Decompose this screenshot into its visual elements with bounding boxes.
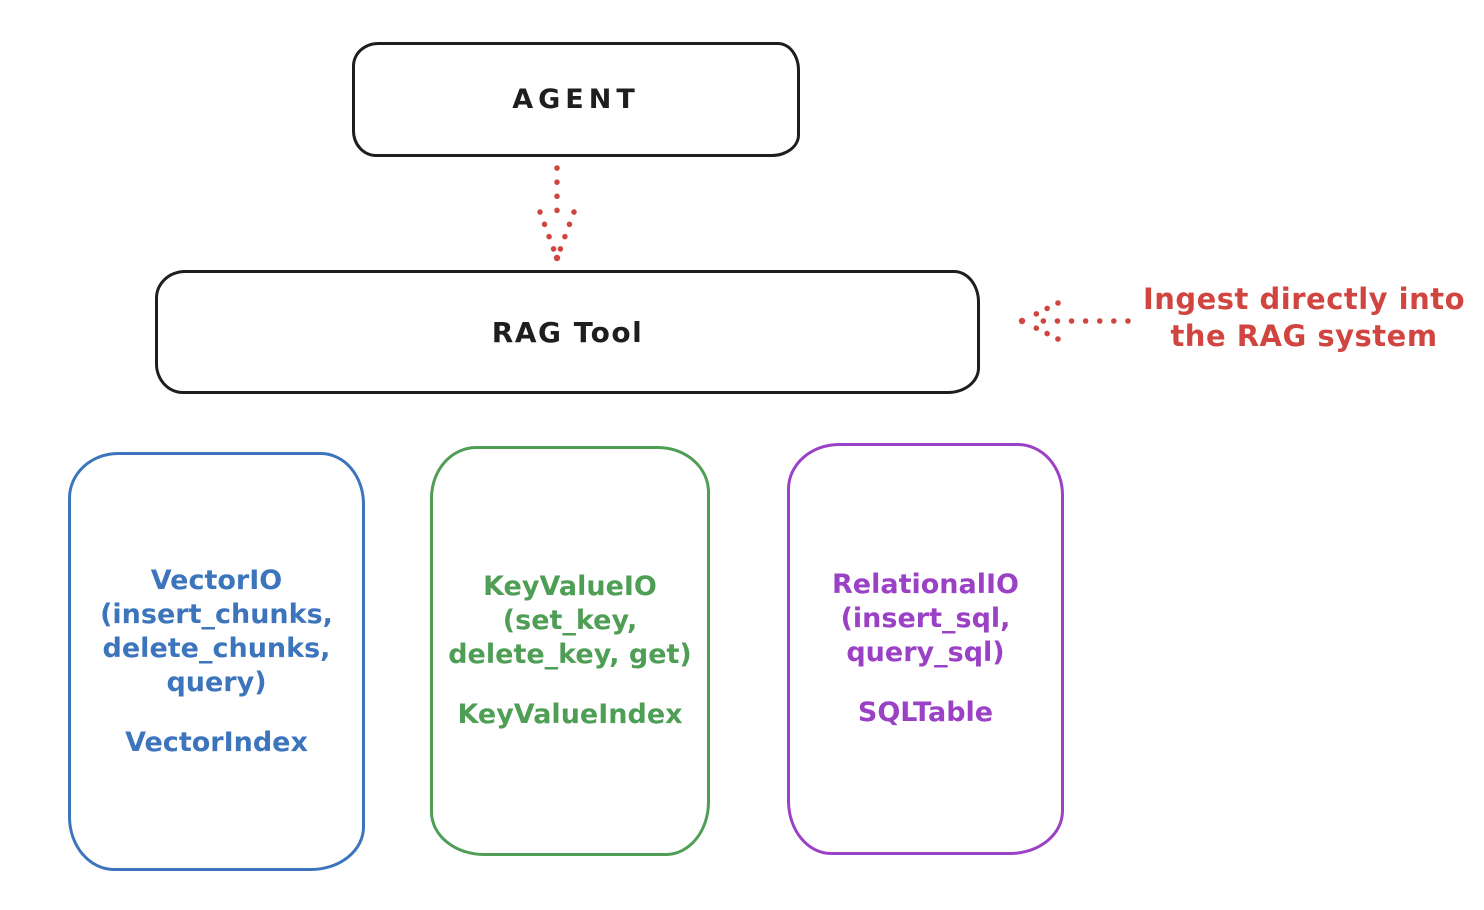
vector-index-label: VectorIndex: [125, 726, 308, 758]
rag-tool-label: RAG Tool: [491, 315, 644, 349]
annotation-to-rag-arrow-icon: [1018, 300, 1131, 342]
store-line: KeyValueIO: [483, 571, 657, 602]
store-line: delete_chunks,: [102, 632, 331, 664]
arrow-wing-right: [557, 209, 577, 253]
store-line: RelationalIO: [832, 569, 1019, 600]
store-line: query_sql): [846, 637, 1005, 668]
arrow-tip: [553, 254, 561, 262]
relational-io-box: RelationalIO (insert_sql, query_sql) SQL…: [787, 443, 1064, 855]
agent-node: AGENT: [352, 42, 800, 157]
vector-io-box: VectorIO (insert_chunks, delete_chunks, …: [68, 452, 365, 871]
agent-to-rag-arrow-icon: [537, 165, 577, 262]
store-line: VectorIO: [150, 564, 283, 596]
arrow-tip: [1018, 317, 1026, 325]
arrow-wing-bottom: [1027, 322, 1061, 342]
annotation-line: the RAG system: [1170, 319, 1438, 353]
annotation-line: Ingest directly into: [1142, 282, 1466, 316]
store-line: (set_key,: [502, 605, 638, 636]
keyvalue-io-box: KeyValueIO (set_key, delete_key, get) Ke…: [430, 446, 710, 856]
store-line: query): [166, 666, 267, 698]
rag-tool-node: RAG Tool: [155, 270, 980, 394]
ingest-annotation: Ingest directly into the RAG system: [1136, 281, 1472, 355]
arrow-wing-top: [1027, 300, 1061, 320]
store-line: (insert_chunks,: [100, 598, 333, 630]
store-line: (insert_sql,: [840, 603, 1011, 634]
store-line: delete_key, get): [448, 639, 692, 670]
sqltable-label: SQLTable: [857, 697, 994, 728]
arrow-wing-left: [537, 209, 557, 253]
agent-label: AGENT: [512, 84, 640, 115]
keyvalue-index-label: KeyValueIndex: [457, 699, 683, 730]
